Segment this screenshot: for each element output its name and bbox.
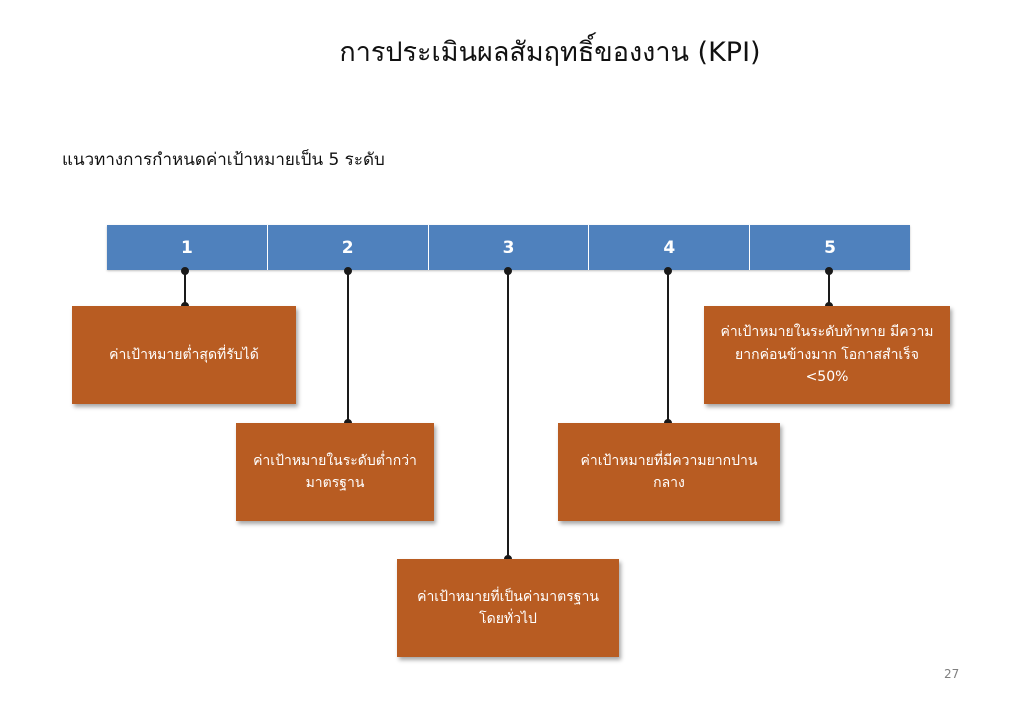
- level-3-description: ค่าเป้าหมายที่เป็นค่ามาตรฐานโดยทั่วไป: [417, 588, 599, 627]
- level-scale-bar: 1 2 3 4 5: [107, 225, 910, 270]
- level-2-description-box: ค่าเป้าหมายในระดับต่ำกว่ามาตรฐาน: [236, 423, 434, 521]
- level-5-description-box: ค่าเป้าหมายในระดับท้าทาย มีความยากค่อนข้…: [704, 306, 950, 404]
- level-5-description: ค่าเป้าหมายในระดับท้าทาย มีความยากค่อนข้…: [720, 324, 934, 386]
- level-cell-2: 2: [268, 225, 429, 270]
- level-2-description: ค่าเป้าหมายในระดับต่ำกว่ามาตรฐาน: [253, 452, 417, 491]
- level-cell-5: 5: [824, 237, 836, 258]
- level-1-description: ค่าเป้าหมายต่ำสุดที่รับได้: [109, 346, 259, 363]
- page-number: 27: [944, 667, 960, 681]
- level-4-description-box: ค่าเป้าหมายที่มีความยากปานกลาง: [558, 423, 780, 521]
- level-cell-4: 4: [589, 225, 751, 270]
- level-cell-1: 1: [107, 225, 268, 270]
- level-3-description-box: ค่าเป้าหมายที่เป็นค่ามาตรฐานโดยทั่วไป: [397, 559, 619, 657]
- slide-title: การประเมินผลสัมฤทธิ์ของงาน (KPI): [339, 37, 761, 68]
- slide-subtitle: แนวทางการกำหนดค่าเป้าหมายเป็น 5 ระดับ: [62, 150, 385, 170]
- level-1-description-box: ค่าเป้าหมายต่ำสุดที่รับได้: [72, 306, 296, 404]
- level-4-description: ค่าเป้าหมายที่มีความยากปานกลาง: [580, 452, 758, 491]
- level-cell-3: 3: [429, 225, 590, 270]
